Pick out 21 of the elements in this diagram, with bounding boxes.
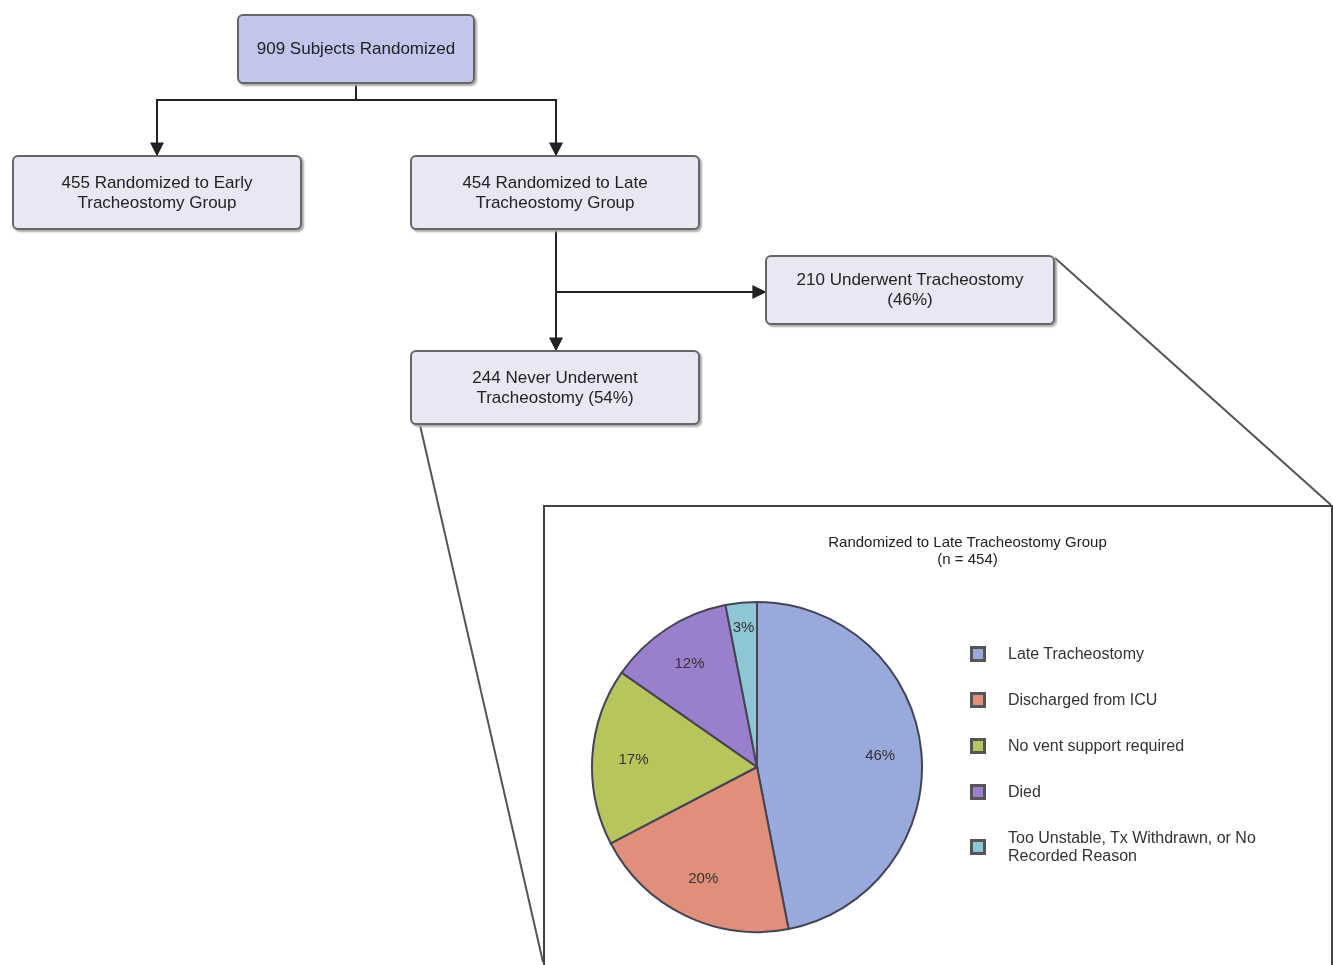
process-box: 455 Randomized to Early Tracheostomy Group (12, 155, 302, 230)
legend-label: Died (1008, 783, 1042, 801)
data-label: 46% (865, 746, 896, 764)
legend-label: Too Unstable, Tx Withdrawn, or No Recorded Reason (1008, 829, 1257, 865)
leader-line (419, 424, 544, 963)
arrow (555, 229, 767, 299)
process-box: 454 Randomized to Late Tracheostomy Group (410, 155, 700, 230)
legend-label: No vent support required (1008, 737, 1186, 755)
process-box: 210 Underwent Tracheostomy (46%) (765, 255, 1055, 325)
data-label: 12% (674, 654, 705, 672)
legend-label: Late Tracheostomy (1008, 645, 1146, 663)
chart-panel (543, 505, 1333, 965)
data-label: 20% (688, 869, 719, 887)
process-box: 909 Subjects Randomized (237, 14, 475, 84)
process-box: 244 Never Underwent Tracheostomy (54%) (410, 350, 700, 425)
arrow (355, 83, 563, 157)
leader-line (1054, 257, 1332, 506)
legend-label: Discharged from ICU (1008, 691, 1159, 709)
data-label: 3% (732, 618, 755, 636)
chart-title: Randomized to Late Tracheostomy Group (n = 454) (827, 533, 1108, 567)
data-label: 17% (618, 750, 649, 768)
